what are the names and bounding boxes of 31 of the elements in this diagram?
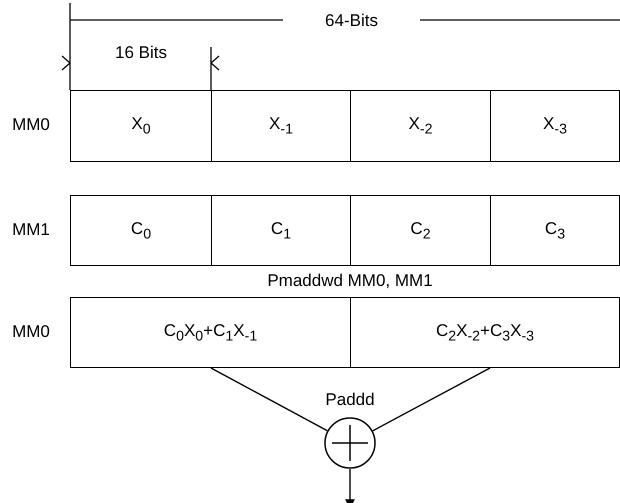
adder-symbol xyxy=(324,417,376,469)
cell-text: C$_{2}$X$_{-2}$+C$_{3}$X$_{-3}$ xyxy=(436,320,534,344)
register-cell xyxy=(350,297,620,368)
instruction-label: Pmaddwd MM0, MM1 xyxy=(266,270,434,292)
register-cell xyxy=(490,90,620,162)
cell-text: X$_{0}$ xyxy=(131,114,151,138)
register-label: MM0 xyxy=(11,114,51,136)
register-label: MM0 xyxy=(11,321,51,343)
register-cell xyxy=(490,195,620,266)
register-cell xyxy=(211,90,351,162)
register-cell xyxy=(350,195,491,266)
arrow xyxy=(345,469,355,503)
cell-text: C$_{0}$ xyxy=(130,218,152,242)
cell-text: C$_{1}$ xyxy=(270,218,292,242)
cell-text: X$_{-2}$ xyxy=(408,114,432,138)
cell-text: C$_{2}$ xyxy=(410,218,431,242)
register-cell xyxy=(70,297,351,368)
register-cell xyxy=(70,90,212,162)
cell-text: C$_{3}$ xyxy=(544,218,566,242)
register-cell xyxy=(70,195,212,266)
register-label: MM1 xyxy=(11,219,51,241)
cell-text: X$_{-3}$ xyxy=(543,114,567,138)
connector-line xyxy=(372,367,490,432)
connector-line xyxy=(210,367,328,432)
dimension-label: 16 Bits xyxy=(114,42,168,64)
register-cell xyxy=(211,195,351,266)
dimension-label: 64-Bits xyxy=(324,10,379,32)
register-cell xyxy=(350,90,491,162)
operation-label: Paddd xyxy=(324,389,376,411)
cell-text: C$_{0}$X$_{0}$+C$_{1}$X$_{-1}$ xyxy=(164,320,258,344)
cell-text: X$_{-1}$ xyxy=(269,114,293,138)
